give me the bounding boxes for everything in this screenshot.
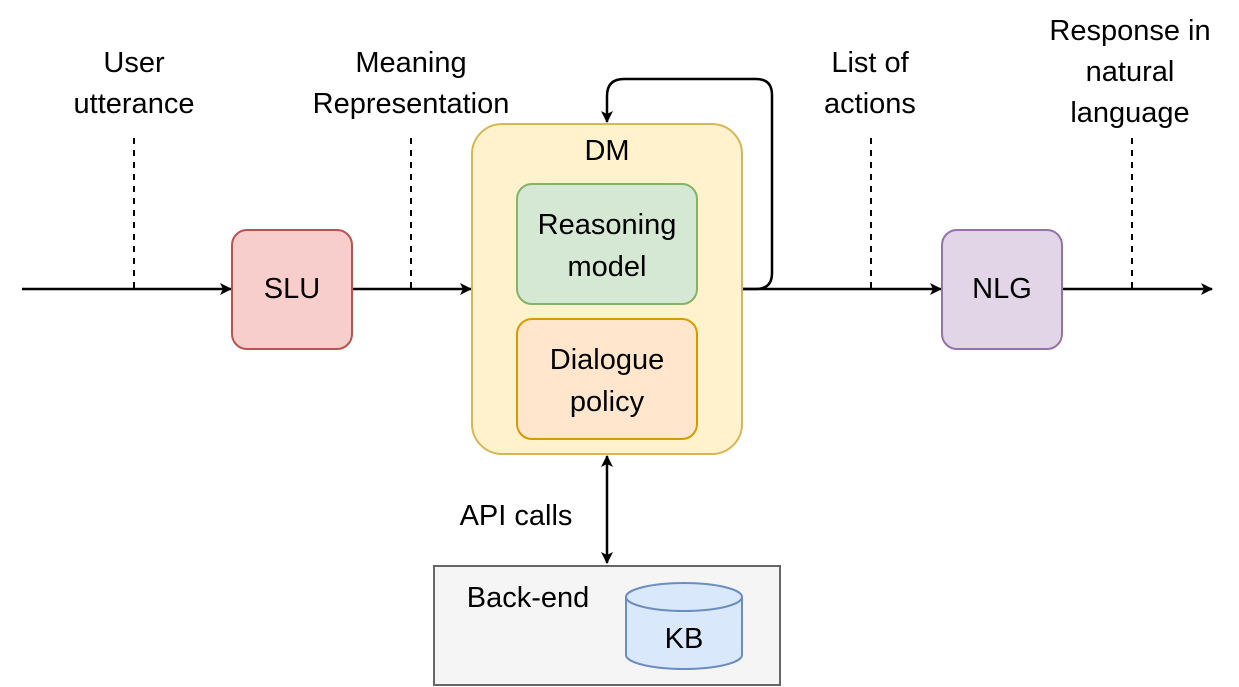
user-utterance-line-2: utterance xyxy=(73,88,195,120)
slu-box xyxy=(231,229,353,350)
api-calls-label: API calls xyxy=(459,500,573,532)
reasoning-model-label: Reasoning model xyxy=(517,204,697,288)
slu-label: SLU xyxy=(263,273,321,305)
list-of-actions-label: List of actions xyxy=(770,43,970,125)
backend-label: Back-end xyxy=(466,582,590,614)
user-utterance-line-1: User xyxy=(103,47,165,79)
kb-label: KB xyxy=(664,623,704,655)
dialogue-policy-line-1: Dialogue xyxy=(549,344,665,376)
list-of-actions-line-1: List of xyxy=(831,47,909,79)
dm-label: DM xyxy=(584,135,630,167)
meaning-representation-line-1: Meaning xyxy=(355,47,467,79)
dialogue-policy-box xyxy=(516,318,698,440)
meaning-representation-label: Meaning Representation xyxy=(281,43,541,125)
list-of-actions-line-2: actions xyxy=(824,88,916,120)
dm-feedback-loop-arrow xyxy=(601,77,774,291)
nlg-label: NLG xyxy=(972,273,1032,305)
response-line-3: language xyxy=(1070,97,1190,129)
nlg-box xyxy=(941,229,1063,350)
response-label: Response in natural language xyxy=(1030,11,1230,134)
reasoning-model-box xyxy=(516,183,698,305)
dialogue-policy-label: Dialogue policy xyxy=(517,339,697,423)
meaning-representation-line-2: Representation xyxy=(312,88,510,120)
user-utterance-label: User utterance xyxy=(34,43,234,125)
response-line-1: Response in xyxy=(1049,15,1211,47)
reasoning-model-line-2: model xyxy=(567,251,647,283)
reasoning-model-line-1: Reasoning xyxy=(537,209,677,241)
dialogue-policy-line-2: policy xyxy=(569,386,645,418)
response-line-2: natural xyxy=(1085,56,1175,88)
kb-cylinder xyxy=(625,582,743,670)
